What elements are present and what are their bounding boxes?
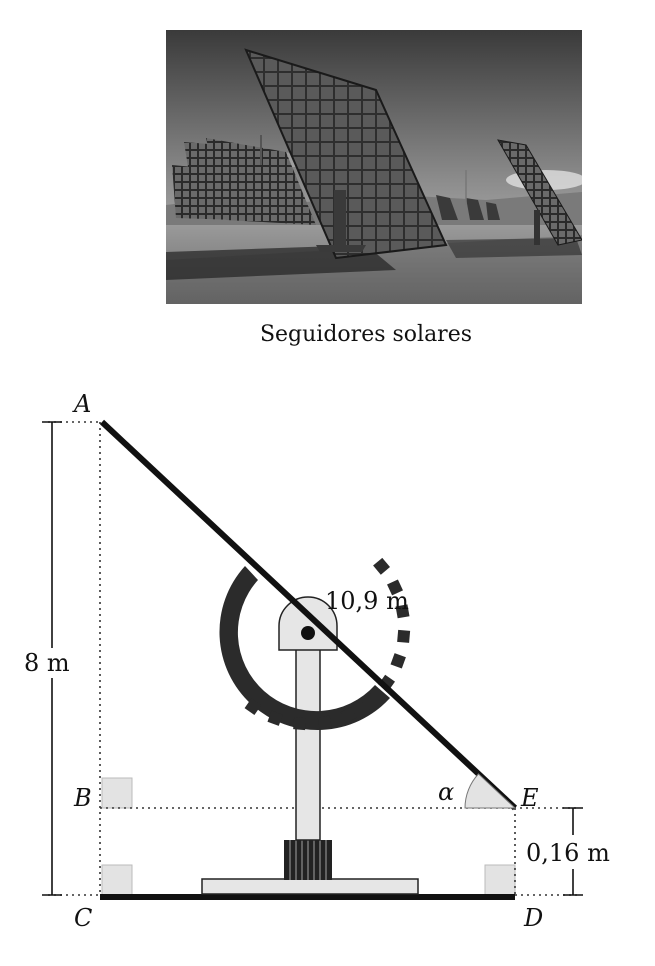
- ground-line: [100, 894, 515, 900]
- point-e-label: E: [520, 784, 539, 812]
- solar-trackers-photo: [166, 30, 582, 304]
- right-angle-mark-d: [484, 864, 516, 896]
- right-angle-mark-c: [101, 864, 133, 896]
- point-c-label: C: [74, 904, 92, 932]
- base-plate: [201, 878, 419, 895]
- offset-length-label: 0,16 m: [526, 839, 610, 867]
- motor-block: [284, 840, 332, 880]
- point-d-label: D: [523, 904, 543, 932]
- photo-caption: Seguidores solares: [259, 322, 473, 347]
- angle-alpha-label: α: [438, 778, 454, 806]
- hypotenuse-length-label: 10,9 m: [325, 587, 409, 615]
- point-a-label: A: [72, 390, 91, 418]
- panel-line: [99, 419, 518, 811]
- solar-tracker-diagram: A B C D E α 10,9 m 8 m 0,16 m: [20, 390, 622, 932]
- height-length-label: 8 m: [24, 649, 70, 677]
- mast: [295, 637, 321, 841]
- right-angle-mark-b: [101, 777, 133, 809]
- point-b-label: B: [73, 784, 92, 812]
- pivot-head: [278, 596, 338, 651]
- angle-alpha-wedge: [464, 773, 517, 809]
